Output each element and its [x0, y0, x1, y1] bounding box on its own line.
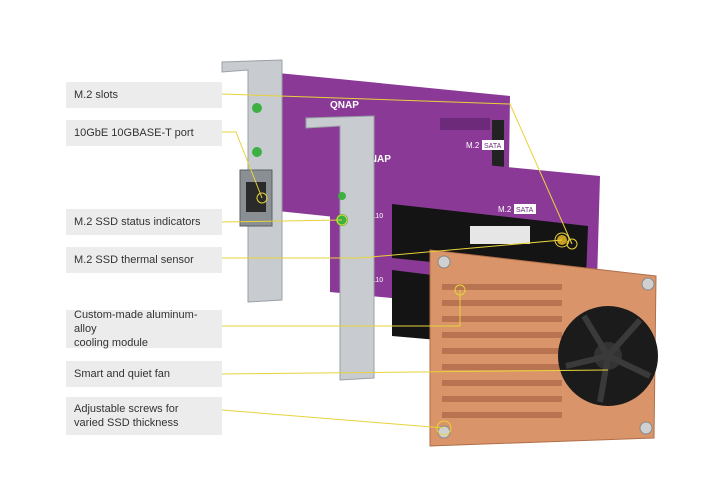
rear-slot-tag: SATA: [484, 143, 502, 150]
marker-thermal: [554, 232, 570, 248]
status-led-2: [252, 147, 262, 157]
leader-fan: [221, 369, 609, 375]
callout-m2-slots-label: M.2 slots: [74, 89, 119, 101]
callout-thermal-sensor-label: M.2 SSD thermal sensor: [74, 254, 194, 266]
leader-m2-slots: [221, 93, 573, 245]
callout-fan: Smart and quiet fan: [66, 361, 222, 387]
screw-top-right: [641, 277, 655, 291]
callout-cooling-module-label: Custom-made aluminum-alloy cooling modul…: [74, 309, 198, 349]
front-slot-tag-bg: [514, 204, 536, 214]
ssd-lower: [392, 270, 440, 340]
marker-ethernet: [256, 192, 268, 204]
ssd-upper-sticker: [470, 226, 530, 244]
leader-thermal-sensor: [222, 239, 563, 259]
leader-status-indicators: [221, 219, 343, 223]
callout-m2-slots: M.2 slots: [66, 82, 222, 108]
front-slot-label: M.2: [498, 205, 512, 214]
leader-lines: [221, 93, 609, 429]
front-slot-tag: SATA: [516, 207, 534, 214]
callout-status-indicators-label: M.2 SSD status indicators: [74, 216, 201, 228]
rear-slot-tag-bg: [482, 140, 504, 150]
marker-cooling: [454, 284, 466, 296]
callout-screws: Adjustable screws for varied SSD thickne…: [66, 397, 222, 435]
status-led-4: [338, 192, 346, 200]
callout-10gbe-port: 10GbE 10GBASE-T port: [66, 120, 222, 146]
callout-cooling-module: Custom-made aluminum-alloy cooling modul…: [66, 309, 222, 349]
status-led-1: [252, 103, 262, 113]
cooling-module: [429, 249, 658, 447]
m2-slot-connector: [440, 118, 490, 130]
fan-blades: [565, 314, 652, 403]
marker-m2-slot: [566, 238, 578, 250]
ethernet-port-socket: [246, 182, 266, 212]
rear-slot-label: M.2: [466, 141, 480, 150]
leader-screws: [221, 409, 445, 429]
callout-status-indicators: M.2 SSD status indicators: [66, 209, 222, 235]
front-bracket: [305, 115, 375, 381]
callout-fan-label: Smart and quiet fan: [74, 368, 171, 380]
front-card-brand: QNAP: [362, 154, 391, 165]
leader-cooling-module: [222, 290, 461, 327]
rear-card-brand: QNAP: [330, 100, 359, 111]
screw-top-left: [437, 255, 451, 269]
screw-bottom-right: [639, 421, 653, 435]
heatsink-fins: [442, 284, 562, 418]
callout-10gbe-port-label: 10GbE 10GBASE-T port: [74, 127, 194, 139]
slot-size-b: 110: [372, 277, 383, 284]
leader-ethernet: [222, 131, 263, 199]
callout-screws-label: Adjustable screws for varied SSD thickne…: [74, 403, 179, 429]
marker-screw: [436, 420, 452, 436]
slot-size-a: 110: [372, 213, 383, 220]
callout-thermal-sensor: M.2 SSD thermal sensor: [66, 247, 222, 273]
rear-card: QNAP M.2 SATA: [221, 59, 510, 303]
marker-status: [336, 214, 348, 226]
